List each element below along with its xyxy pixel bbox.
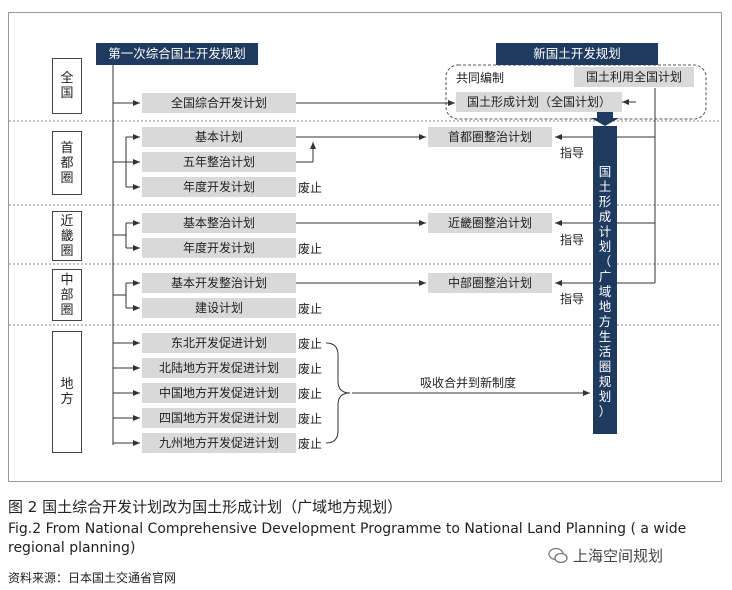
wechat-icon <box>548 547 568 563</box>
vertical-char: 划 <box>598 239 612 254</box>
guidance-label: 指导 <box>560 146 585 160</box>
new-plan-title: 新国土开发规划 <box>496 43 658 65</box>
capital-plan-box: 五年整治计划 <box>142 152 296 172</box>
diagram-frame <box>8 12 722 482</box>
region-char: 部 <box>60 287 74 303</box>
vertical-char: 生 <box>598 329 612 344</box>
local-plan-box: 四国地方开发促进计划 <box>142 408 296 428</box>
region-char: 国 <box>60 86 74 101</box>
vertical-char: ） <box>598 404 612 419</box>
region-kinki: 近 畿 圈 <box>52 211 82 261</box>
guidance-label: 指导 <box>560 292 585 306</box>
abolished-label: 废止 <box>298 302 323 316</box>
watermark-text: 上海空间规划 <box>573 547 664 565</box>
kinki-target-box: 近畿圈整治计划 <box>428 213 552 233</box>
region-char: 圈 <box>60 170 74 186</box>
region-capital: 首 都 圈 <box>52 131 82 195</box>
chubu-plan-box: 基本开发整治计划 <box>142 273 296 293</box>
abolished-label: 废止 <box>298 437 323 451</box>
figure-caption-en: Fig.2 From National Comprehensive Develo… <box>8 521 687 556</box>
vertical-char: 广 <box>598 269 612 284</box>
local-plan-box: 东北开发促进计划 <box>142 333 296 353</box>
local-plan-box: 九州地方开发促进计划 <box>142 433 296 453</box>
capital-target-box: 首都圈整治计划 <box>428 127 552 147</box>
region-char: 地 <box>60 377 74 392</box>
chubu-plan-box: 建设计划 <box>142 298 296 318</box>
kinki-plan-box: 年度开发计划 <box>142 238 296 258</box>
formation-plan-box: 国土形成计划（全国计划） <box>456 92 622 112</box>
abolished-label: 废止 <box>298 412 323 426</box>
absorb-label: 吸收合并到新制度 <box>420 376 517 390</box>
abolished-label: 废止 <box>298 337 323 351</box>
capital-plan-box: 基本计划 <box>142 127 296 147</box>
kinki-plan-box: 基本整治计划 <box>142 213 296 233</box>
local-plan-box: 中国地方开发促进计划 <box>142 383 296 403</box>
region-char: 圈 <box>60 243 74 259</box>
region-national: 全 国 <box>52 58 82 114</box>
region-char: 全 <box>60 71 74 86</box>
region-char: 方 <box>60 392 74 407</box>
watermark: 上海空间规划 <box>548 545 663 566</box>
abolished-label: 废止 <box>298 362 323 376</box>
abolished-label: 废止 <box>298 242 323 256</box>
vertical-char: 国 <box>598 164 612 179</box>
vertical-char: 计 <box>598 224 612 239</box>
first-plan-title: 第一次综合国土开发规划 <box>96 43 258 65</box>
region-chubu: 中 部 圈 <box>52 269 82 321</box>
capital-plan-box: 年度开发计划 <box>142 177 296 197</box>
joint-label: 共同编制 <box>456 71 505 85</box>
vertical-char: 土 <box>598 179 612 194</box>
vertical-char: 域 <box>598 284 612 299</box>
vertical-char: 地 <box>598 299 612 314</box>
vertical-char: 成 <box>598 209 612 224</box>
guidance-label: 指导 <box>560 233 585 247</box>
national-plan-box: 全国综合开发计划 <box>142 93 296 113</box>
vertical-char: 方 <box>598 314 612 329</box>
abolished-label: 废止 <box>298 181 323 195</box>
vertical-char: 划 <box>598 389 612 404</box>
source-note: 资料来源：日本国土交通省官网 <box>8 571 177 585</box>
regional-plan-column: 国 土 形 成 计 划 （ 广 域 地 方 生 活 圈 规 划 ） <box>593 126 617 434</box>
region-char: 都 <box>60 155 74 171</box>
vertical-char: 规 <box>598 374 612 389</box>
abolished-label: 废止 <box>298 387 323 401</box>
land-use-plan-box: 国土利用全国计划 <box>574 67 694 87</box>
region-local: 地 方 <box>52 331 82 453</box>
local-plan-box: 北陆地方开发促进计划 <box>142 358 296 378</box>
region-char: 圈 <box>60 302 74 318</box>
region-char: 近 <box>60 213 74 229</box>
vertical-char: 圈 <box>598 359 612 374</box>
region-char: 中 <box>60 272 74 288</box>
vertical-char: 活 <box>598 344 612 359</box>
region-char: 畿 <box>60 228 74 244</box>
vertical-char: 形 <box>598 194 612 209</box>
region-char: 首 <box>60 140 74 156</box>
chubu-target-box: 中部圈整治计划 <box>428 273 552 293</box>
figure-caption-cn: 图 2 国土综合开发计划改为国土形成计划（广域地方规划） <box>8 498 403 516</box>
vertical-char: （ <box>598 254 612 269</box>
